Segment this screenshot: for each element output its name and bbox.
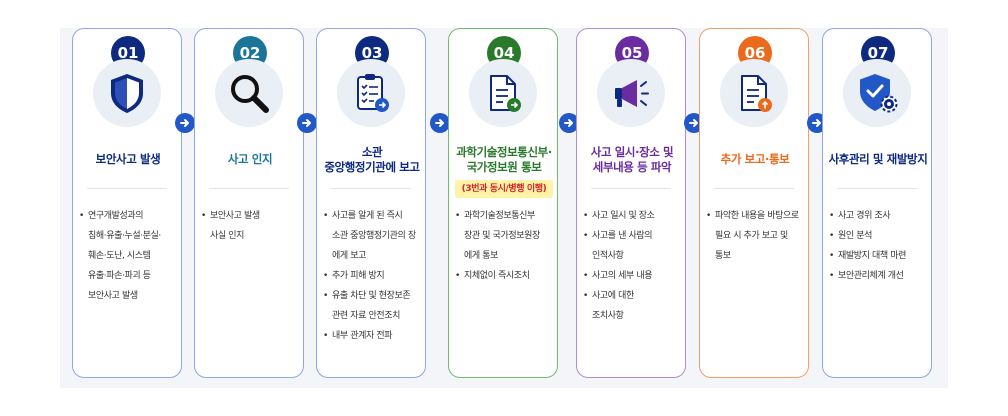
step-card-07: 07 사후관리 및 재발방지 사고 경위 조사 원인 분석 재발방지 대책 마련… xyxy=(822,28,932,378)
bullet-line: 유출 차단 및 현장보존 xyxy=(332,291,411,301)
megaphone-icon xyxy=(597,59,665,127)
bullet-item: 사고 일시 및 장소 xyxy=(583,206,685,226)
arrow-right-icon xyxy=(559,113,579,133)
bullet-line: 연구개발성과의 xyxy=(88,211,144,221)
step-title: 추가 보고·통보 xyxy=(700,152,810,167)
bullet-item: 추가 피해 방지 xyxy=(323,266,425,286)
bullet-item: 과학기술정보통신부 장관 및 국가정보원장 에게 통보 xyxy=(455,206,557,266)
divider xyxy=(714,188,794,189)
bullet-line: 보안사고 발생 xyxy=(88,291,138,301)
bullet-line: 장관 및 국가정보원장 xyxy=(464,231,540,241)
bullet-line: 파악한 내용을 바탕으로 xyxy=(715,211,799,221)
step-card-06: 06 추가 보고·통보 파악한 내용을 바탕으로 필요 시 추가 보고 및 통보 xyxy=(699,28,809,378)
bullet-line: 추가 피해 방지 xyxy=(332,271,385,281)
bullet-item: 사고를 알게 된 즉시 소관 중앙행정기관의 장 에게 보고 xyxy=(323,206,425,266)
bullet-line: 보안관리체계 개선 xyxy=(838,271,904,281)
title-line: 과학기술정보통신부· xyxy=(456,145,552,159)
bullet-list: 과학기술정보통신부 장관 및 국가정보원장 에게 통보 지체없이 즉시조치 xyxy=(455,206,557,286)
divider xyxy=(591,188,671,189)
bullet-line: 보안사고 발생 xyxy=(210,211,260,221)
bullet-line: 사실 인지 xyxy=(210,231,244,241)
bullet-line: 재발방지 대책 마련 xyxy=(838,251,906,261)
bullet-line: 필요 시 추가 보고 및 xyxy=(715,231,788,241)
bullet-line: 사고에 대한 xyxy=(592,291,634,301)
step-title: 사고 일시·장소 및 세부내용 등 파악 xyxy=(577,145,687,175)
bullet-line: 사고를 알게 된 즉시 xyxy=(332,211,403,221)
bullet-item: 파악한 내용을 바탕으로 필요 시 추가 보고 및 통보 xyxy=(706,206,808,266)
bullet-item: 보안사고 발생 사실 인지 xyxy=(201,206,303,246)
bullet-item: 지체없이 즉시조치 xyxy=(455,266,557,286)
bullet-line: 지체없이 즉시조치 xyxy=(464,271,530,281)
bullet-line: 조치사항 xyxy=(592,311,624,321)
step-card-03: 03 소관 중앙행정기관에 보고 사고를 알게 된 즉시 소관 중앙행정기관의 … xyxy=(316,28,426,378)
title-line: 세부내용 등 파악 xyxy=(592,160,672,174)
bullet-line: 사고를 낸 사람의 xyxy=(592,231,653,241)
bullet-line: 사고의 세부 내용 xyxy=(592,271,653,281)
bullet-item: 사고 경위 조사 xyxy=(829,206,931,226)
bullet-line: 인적사항 xyxy=(592,251,624,261)
magnifier-icon xyxy=(215,59,283,127)
divider xyxy=(87,188,167,189)
arrow-right-icon xyxy=(175,113,195,133)
divider xyxy=(331,188,411,189)
bullet-list: 사고를 알게 된 즉시 소관 중앙행정기관의 장 에게 보고 추가 피해 방지 … xyxy=(323,206,425,346)
bullet-list: 연구개발성과의 침해·유출·누설·분실· 훼손·도난, 시스템 유출·파손·파괴… xyxy=(79,206,181,306)
bullet-line: 사고 경위 조사 xyxy=(838,211,891,221)
title-line: 국가정보원 통보 xyxy=(466,160,542,174)
bullet-line: 침해·유출·누설·분실· xyxy=(88,231,161,241)
bullet-item: 보안관리체계 개선 xyxy=(829,266,931,286)
document-upload-icon xyxy=(720,59,788,127)
step-card-05: 05 사고 일시·장소 및 세부내용 등 파악 사고 일시 및 장소 사고를 낸… xyxy=(576,28,686,378)
title-line: 사고 인지 xyxy=(227,152,273,166)
bullet-line: 통보 xyxy=(715,251,731,261)
bullet-item: 사고에 대한 조치사항 xyxy=(583,286,685,326)
bullet-line: 관련 자료 안전조치 xyxy=(332,311,400,321)
bullet-line: 사고 일시 및 장소 xyxy=(592,211,655,221)
bullet-list: 보안사고 발생 사실 인지 xyxy=(201,206,303,246)
step-title: 소관 중앙행정기관에 보고 xyxy=(317,145,427,175)
bullet-line: 소관 중앙행정기관의 장 xyxy=(332,231,416,241)
bullet-line: 유출·파손·파괴 등 xyxy=(88,271,151,281)
shield-gear-icon xyxy=(843,59,911,127)
bullet-list: 사고 일시 및 장소 사고를 낸 사람의 인적사항 사고의 세부 내용 사고에 … xyxy=(583,206,685,326)
bullet-item: 사고를 낸 사람의 인적사항 xyxy=(583,226,685,266)
step-card-02: 02 사고 인지 보안사고 발생 사실 인지 xyxy=(194,28,304,378)
bullet-item: 사고의 세부 내용 xyxy=(583,266,685,286)
step-title: 사고 인지 xyxy=(195,152,305,167)
parallel-note-badge: (3번과 동시/병행 이행) xyxy=(455,180,553,198)
title-line: 소관 xyxy=(361,145,383,159)
divider xyxy=(837,188,917,189)
checklist-icon xyxy=(337,59,405,127)
arrow-right-icon xyxy=(297,113,317,133)
step-title: 사후관리 및 재발방지 xyxy=(823,152,933,167)
bullet-line: 훼손·도난, 시스템 xyxy=(88,251,151,261)
bullet-line: 에게 통보 xyxy=(464,251,498,261)
divider xyxy=(209,188,289,189)
bullet-list: 사고 경위 조사 원인 분석 재발방지 대책 마련 보안관리체계 개선 xyxy=(829,206,931,286)
bullet-item: 연구개발성과의 침해·유출·누설·분실· 훼손·도난, 시스템 유출·파손·파괴… xyxy=(79,206,181,306)
step-card-01: 01 보안사고 발생 연구개발성과의 침해·유출·누설·분실· 훼손·도난, 시… xyxy=(72,28,182,378)
bullet-line: 과학기술정보통신부 xyxy=(464,211,535,221)
step-title: 과학기술정보통신부· 국가정보원 통보 xyxy=(449,145,559,175)
title-line: 사후관리 및 재발방지 xyxy=(828,152,928,166)
bullet-list: 파악한 내용을 바탕으로 필요 시 추가 보고 및 통보 xyxy=(706,206,808,266)
title-line: 추가 보고·통보 xyxy=(720,152,790,166)
title-line: 중앙행정기관에 보고 xyxy=(324,160,420,174)
bullet-item: 유출 차단 및 현장보존 관련 자료 안전조치 xyxy=(323,286,425,326)
document-forward-icon xyxy=(469,59,537,127)
bullet-line: 에게 보고 xyxy=(332,251,366,261)
shield-icon xyxy=(93,59,161,127)
bullet-item: 원인 분석 xyxy=(829,226,931,246)
bullet-line: 내부 관계자 전파 xyxy=(332,331,393,341)
arrow-right-icon xyxy=(430,113,450,133)
step-title: 보안사고 발생 xyxy=(73,152,183,167)
bullet-item: 내부 관계자 전파 xyxy=(323,326,425,346)
title-line: 사고 일시·장소 및 xyxy=(590,145,674,159)
step-card-04: 04 과학기술정보통신부· 국가정보원 통보 (3번과 동시/병행 이행) 과학… xyxy=(448,28,558,378)
title-line: 보안사고 발생 xyxy=(95,152,161,166)
bullet-line: 원인 분석 xyxy=(838,231,872,241)
bullet-item: 재발방지 대책 마련 xyxy=(829,246,931,266)
